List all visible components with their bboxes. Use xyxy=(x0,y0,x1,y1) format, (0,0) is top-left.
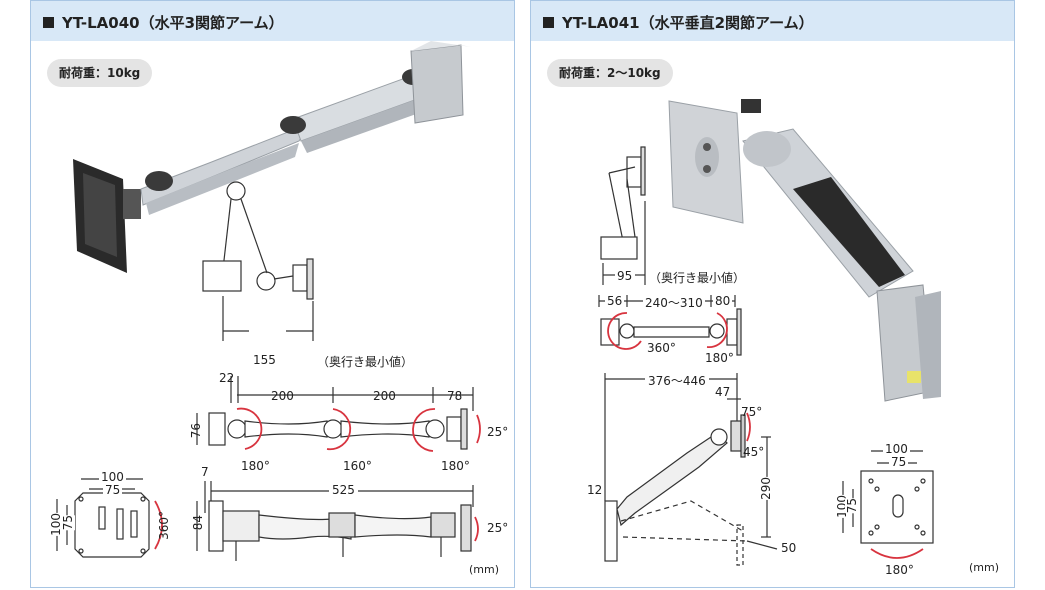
depth-value: 95 xyxy=(617,269,633,283)
product-photo-arm xyxy=(668,99,941,402)
rotation-arrow-vesa xyxy=(154,500,163,550)
vesa-100: 100 xyxy=(883,442,910,456)
angle-180: 180° xyxy=(705,351,734,365)
panel-header: YT-LA040（水平3関節アーム） xyxy=(31,1,514,41)
unit-label: (mm) xyxy=(969,561,1000,574)
product-panel-ytla041: YT-LA041（水平垂直2関節アーム） 耐荷重：2〜10kg xyxy=(530,0,1015,588)
vesa-75-vertical: 75 xyxy=(845,498,859,514)
dim-7: 7 xyxy=(201,465,209,479)
arm-illustration-ytla040 xyxy=(56,41,481,561)
tilt-25-bottom: 25° xyxy=(487,521,509,535)
tilt-arrows-side xyxy=(746,412,751,442)
vesa-75-vertical: 75 xyxy=(61,515,75,531)
angle-75: 75° xyxy=(741,405,763,419)
rotation-arrows-plan xyxy=(236,407,481,452)
dim-84: 84 xyxy=(191,515,205,531)
arm-illustration-ytla041 xyxy=(598,99,941,566)
depth-note: （奥行き最小値） xyxy=(649,271,746,285)
vesa-75: 75 xyxy=(103,483,123,497)
rotation-360: 360° xyxy=(157,511,171,540)
vesa-75: 75 xyxy=(889,455,909,469)
plan-view-diagram xyxy=(598,295,742,356)
depth-note: （奥行き最小値） xyxy=(317,355,414,369)
depth-value: 155 xyxy=(253,353,276,367)
dim-200-b: 200 xyxy=(373,389,396,403)
square-bullet-icon xyxy=(43,17,54,28)
dim-200-a: 200 xyxy=(271,389,294,403)
dim-76: 76 xyxy=(189,423,203,439)
plan-view-diagram xyxy=(196,376,474,450)
tilt-arrow-side xyxy=(474,516,479,542)
dim-80: 80 xyxy=(713,294,733,308)
dim-47: 47 xyxy=(715,385,731,399)
angle-180-b: 180° xyxy=(441,459,470,473)
dim-525: 525 xyxy=(329,483,358,497)
min-depth-diagram xyxy=(600,146,646,285)
angle-360: 360° xyxy=(647,341,676,355)
unit-label: (mm) xyxy=(469,563,500,576)
dim-78: 78 xyxy=(447,389,463,403)
dim-290: 290 xyxy=(759,477,773,500)
load-capacity-badge: 耐荷重：2〜10kg xyxy=(547,59,673,87)
product-photo-arm xyxy=(73,41,471,273)
vesa-plate-diagram xyxy=(842,450,934,544)
tilt-25-top: 25° xyxy=(487,425,509,439)
dim-56: 56 xyxy=(605,294,625,308)
rotation-arrows-plan xyxy=(607,312,728,350)
angle-45: 45° xyxy=(743,445,765,459)
dim-22: 22 xyxy=(219,371,235,385)
square-bullet-icon xyxy=(543,17,554,28)
panel-title: YT-LA040（水平3関節アーム） xyxy=(62,14,284,32)
angle-180-a: 180° xyxy=(241,459,270,473)
dim-12: 12 xyxy=(587,483,603,497)
dim-376-446: 376〜446 xyxy=(645,372,709,389)
vesa-100: 100 xyxy=(99,470,126,484)
side-view-diagram xyxy=(604,373,778,566)
panel-title: YT-LA041（水平垂直2関節アーム） xyxy=(562,14,814,32)
angle-160: 160° xyxy=(343,459,372,473)
dim-240-310: 240〜310 xyxy=(643,294,705,311)
min-depth-diagram xyxy=(202,181,314,341)
product-panel-ytla040: YT-LA040（水平3関節アーム） 耐荷重：10kg xyxy=(30,0,515,588)
panel-header: YT-LA041（水平垂直2関節アーム） xyxy=(531,1,1014,41)
dim-50: 50 xyxy=(781,541,797,555)
side-view-diagram xyxy=(196,481,474,561)
load-capacity-badge: 耐荷重：10kg xyxy=(47,59,153,87)
rotation-arrow-vesa xyxy=(870,548,924,559)
rotation-180: 180° xyxy=(885,563,914,577)
